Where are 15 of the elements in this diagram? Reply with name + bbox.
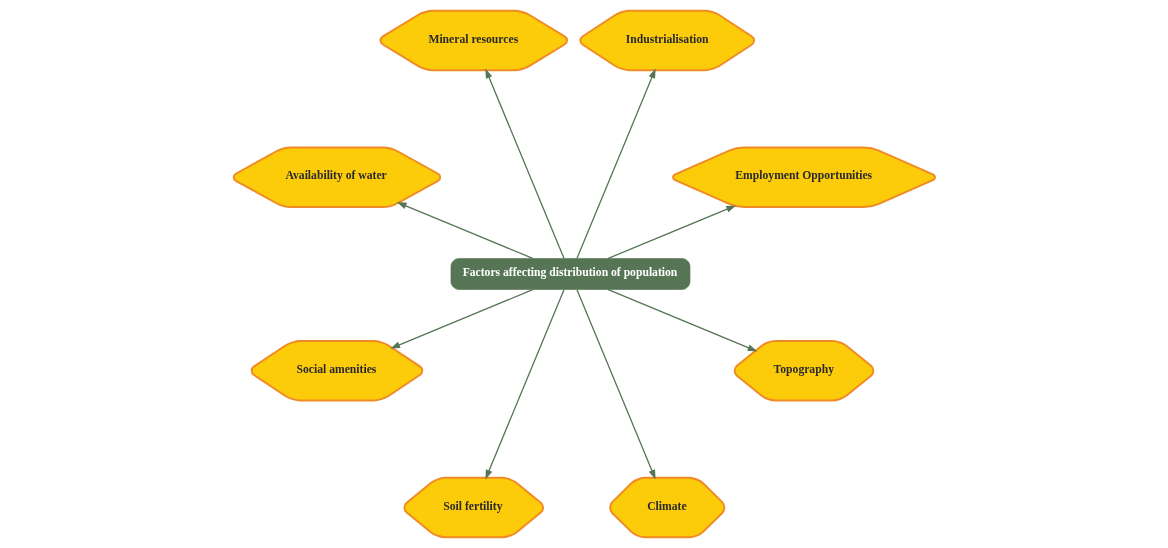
arrow xyxy=(389,289,533,349)
arrow xyxy=(607,205,736,259)
node-ellipse: Industrialisation xyxy=(578,9,755,72)
node-ellipse: Employment Opportunities xyxy=(671,146,936,208)
node-ellipse: Mineral resources xyxy=(378,9,568,72)
arrow xyxy=(575,289,656,480)
arrow xyxy=(484,289,565,480)
arrow xyxy=(484,68,565,259)
node-box: Factors affecting distribution of population xyxy=(450,258,690,290)
node-ellipse: Soil fertility xyxy=(402,476,544,539)
arrow xyxy=(607,289,757,352)
node-ellipse: Climate xyxy=(608,476,725,539)
arrow xyxy=(396,202,533,259)
node-ellipse: Topography xyxy=(733,340,874,402)
arrow xyxy=(575,68,656,259)
